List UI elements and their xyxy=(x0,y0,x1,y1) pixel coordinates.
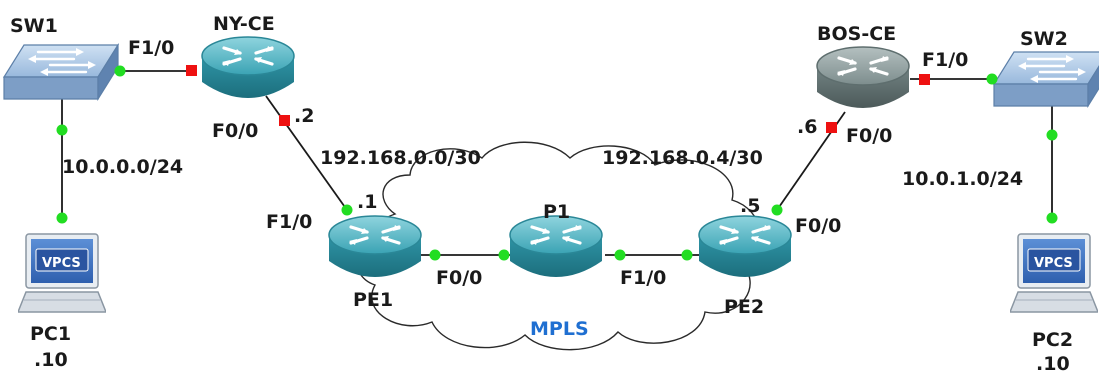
port-up-p1-f10 xyxy=(614,249,626,261)
port-up-pe1-f00 xyxy=(429,249,441,261)
if-bosce-pe2: F0/0 xyxy=(846,125,892,147)
if-pe1-nyce: F1/0 xyxy=(266,211,312,233)
port-up-sw1-pc1 xyxy=(56,124,68,136)
port-down-bosce-f10 xyxy=(919,74,930,85)
sw2-label: SW2 xyxy=(1020,28,1068,50)
if-sw1-nyce: F1/0 xyxy=(128,37,174,59)
port-down-bosce-f00 xyxy=(826,122,837,133)
vpcs-icon-pc2[interactable] xyxy=(1010,233,1098,313)
port-up-p1-f00 xyxy=(498,249,510,261)
vpcs-icon-pc1[interactable] xyxy=(18,233,106,313)
sw1-label: SW1 xyxy=(10,15,58,37)
pe1-label: PE1 xyxy=(353,289,393,311)
router-icon-bos-ce[interactable] xyxy=(815,45,911,110)
pc1-badge: VPCS xyxy=(42,256,81,271)
port-down-nyce-f10 xyxy=(186,65,197,76)
switch-icon-sw1[interactable] xyxy=(2,43,120,101)
subnet-lan1: 10.0.0.0/24 xyxy=(62,156,183,178)
port-up-pc1 xyxy=(56,212,68,224)
router-icon-ny-ce[interactable] xyxy=(200,35,296,100)
subnet-wan1: 192.168.0.0/30 xyxy=(320,147,481,169)
pc2-host-label: .10 xyxy=(1036,353,1070,372)
router-icon-pe1[interactable] xyxy=(327,214,423,279)
addr-nyce: .2 xyxy=(294,105,314,127)
pe2-label: PE2 xyxy=(724,296,764,318)
subnet-lan2: 10.0.1.0/24 xyxy=(902,168,1023,190)
port-down-nyce-f00 xyxy=(279,115,290,126)
if-p1-pe2: F1/0 xyxy=(620,267,666,289)
bos-ce-label: BOS-CE xyxy=(817,23,896,45)
if-pe2-bosce: F0/0 xyxy=(795,215,841,237)
if-bosce-sw2: F1/0 xyxy=(922,49,968,71)
port-up-sw1-f10 xyxy=(114,65,126,77)
port-up-sw2-pc2 xyxy=(1046,129,1058,141)
router-icon-pe2[interactable] xyxy=(697,214,793,279)
port-up-pe1-f10 xyxy=(341,204,353,216)
pc1-host-label: .10 xyxy=(34,349,68,371)
addr-pe2: .5 xyxy=(740,195,760,217)
router-icon-p1[interactable] xyxy=(508,214,604,279)
addr-pe1: .1 xyxy=(357,191,377,213)
pc1-label: PC1 xyxy=(30,323,71,345)
if-pe1-p1: F0/0 xyxy=(436,267,482,289)
port-up-pc2 xyxy=(1046,212,1058,224)
subnet-wan2: 192.168.0.4/30 xyxy=(602,147,763,169)
if-nyce-pe1: F0/0 xyxy=(212,120,258,142)
pc2-label: PC2 xyxy=(1032,329,1073,351)
mpls-label: MPLS xyxy=(530,318,589,340)
pc2-badge: VPCS xyxy=(1034,256,1073,271)
port-up-sw2-f10 xyxy=(986,73,998,85)
port-up-pe2-f10 xyxy=(681,249,693,261)
switch-icon-sw2[interactable] xyxy=(992,50,1099,108)
addr-bosce: .6 xyxy=(797,116,817,138)
ny-ce-label: NY-CE xyxy=(213,13,275,35)
port-markers xyxy=(56,65,1058,261)
p1-label: P1 xyxy=(543,201,570,223)
port-up-pe2-f00 xyxy=(771,204,783,216)
